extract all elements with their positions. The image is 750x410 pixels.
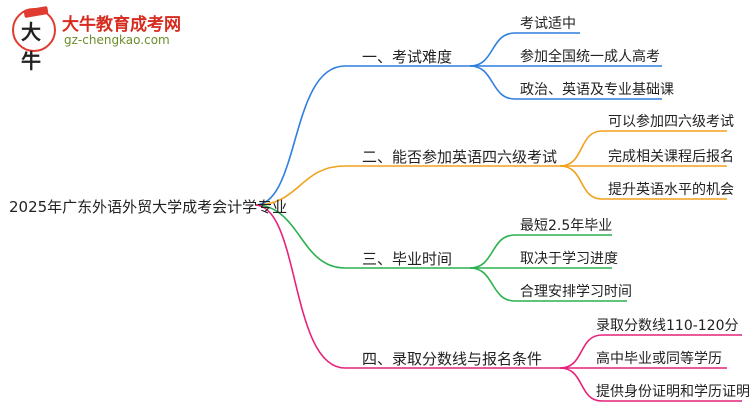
connector-root-branch-2 [254,165,346,206]
logo-glyph: 大牛 [21,20,41,73]
leaf-1-3: 政治、英语及专业基础课 [520,82,674,98]
connector-root-branch-4 [254,204,346,369]
connector-branch-2-leaf-1 [559,130,603,167]
connector-root-branch-3 [254,204,346,269]
logo-url: gz-chengkao.com [64,33,170,47]
connector-branch-4-leaf-3 [559,367,603,402]
leaf-4-1: 录取分数线110-120分 [596,318,739,334]
branch-1-label: 一、考试难度 [362,48,453,66]
connector-branch-1-leaf-3 [469,65,516,100]
leaf-4-3: 提供身份证明和学历证明 [596,384,750,400]
leaf-1-1: 考试适中 [520,16,576,32]
logo-title: 大牛教育成考网 [62,15,181,35]
site-logo: 大牛 大牛教育成考网 gz-chengkao.com [12,5,202,73]
connector-branch-3-leaf-1 [469,234,516,269]
leaf-2-2: 完成相关课程后报名 [608,149,734,165]
connector-branch-4-leaf-1 [559,334,603,369]
logo-badge-icon: 大牛 [12,5,56,73]
branch-2-label: 二、能否参加英语四六级考试 [362,148,558,166]
branch-4-label: 四、录取分数线与报名条件 [362,350,543,368]
leaf-1-2: 参加全国统一成人高考 [520,49,660,65]
connector-branch-1-leaf-1 [469,32,516,67]
branch-3-label: 三、毕业时间 [362,250,453,268]
leaf-2-3: 提升英语水平的机会 [608,182,734,198]
root-topic: 2025年广东外语外贸大学成考会计学专业 [9,198,288,216]
connector-root-branch-1 [254,65,346,206]
connector-branch-2-leaf-3 [559,165,603,200]
leaf-3-2: 取决于学习进度 [520,251,618,267]
leaf-4-2: 高中毕业或同等学历 [596,351,722,367]
leaf-3-3: 合理安排学习时间 [520,284,632,300]
leaf-2-1: 可以参加四六级考试 [608,114,734,130]
leaf-3-1: 最短2.5年毕业 [520,218,613,234]
connector-branch-3-leaf-3 [469,267,516,302]
